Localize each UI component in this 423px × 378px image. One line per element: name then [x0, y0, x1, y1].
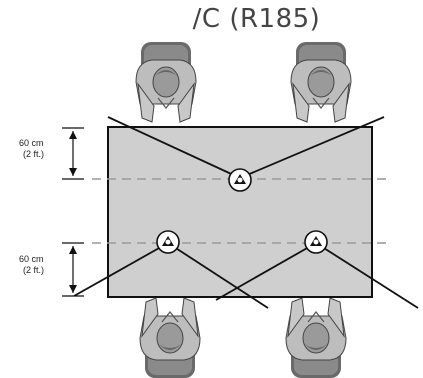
microphone-icon [156, 230, 180, 254]
dimension-label-top-imperial: (2 ft.) [23, 149, 44, 159]
microphone-icon [304, 230, 328, 254]
microphone-icon [228, 168, 252, 192]
dimension-label-bottom: 60 cm [19, 254, 44, 264]
person-icon [285, 297, 347, 378]
pickup-line [167, 242, 269, 309]
conference-table [107, 126, 373, 298]
pickup-line [215, 242, 317, 301]
pickup-line [107, 116, 241, 179]
pickup-line [73, 242, 169, 297]
pickup-line [315, 242, 419, 309]
dimension-marker-top [62, 127, 84, 180]
person-icon [135, 41, 197, 123]
person-icon [290, 41, 352, 123]
dimension-label-top: 60 cm [19, 138, 44, 148]
dimension-marker-bottom [62, 242, 84, 297]
person-icon [139, 297, 201, 378]
dimension-label-bottom-imperial: (2 ft.) [23, 265, 44, 275]
pickup-line [239, 116, 385, 179]
diagram-title: /C (R185) [192, 4, 321, 34]
